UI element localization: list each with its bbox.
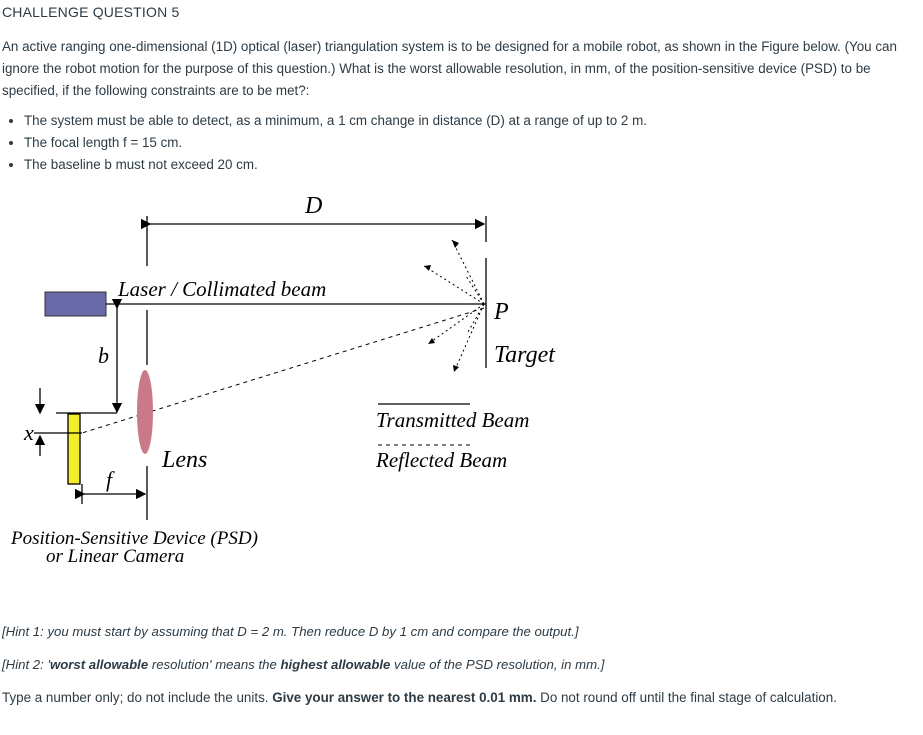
label-p: P bbox=[493, 299, 509, 325]
label-lens: Lens bbox=[161, 447, 207, 473]
constraint-item: The system must be able to detect, as a … bbox=[24, 110, 647, 132]
label-d: D bbox=[304, 193, 322, 219]
hint-2: [Hint 2: 'worst allowable resolution' me… bbox=[2, 657, 604, 672]
label-psd-line1: Position-Sensitive Device (PSD) bbox=[10, 528, 258, 549]
constraint-item: The focal length f = 15 cm. bbox=[24, 132, 647, 154]
scatter-rays bbox=[423, 239, 485, 373]
triangulation-diagram: D Laser / Collimated beam P Target bbox=[10, 193, 556, 567]
lens bbox=[137, 370, 153, 454]
label-f: f bbox=[106, 467, 115, 492]
hint-1: [Hint 1: you must start by assuming that… bbox=[2, 624, 579, 639]
hint-2-pre: [Hint 2: ' bbox=[2, 657, 50, 672]
instruction-bold: Give your answer to the nearest 0.01 mm. bbox=[272, 690, 537, 705]
answer-instruction: Type a number only; do not include the u… bbox=[2, 690, 837, 705]
constraint-item: The baseline b must not exceed 20 cm. bbox=[24, 154, 647, 176]
hint-2-post: value of the PSD resolution, in mm.] bbox=[390, 657, 605, 672]
label-laser: Laser / Collimated beam bbox=[117, 277, 326, 301]
psd-sensor bbox=[67, 413, 81, 485]
instruction-post: Do not round off until the final stage o… bbox=[536, 690, 837, 705]
scatter-arrowheads bbox=[424, 240, 459, 372]
label-target: Target bbox=[494, 342, 556, 368]
label-psd-line2: or Linear Camera bbox=[46, 546, 184, 567]
hint-2-mid: resolution' means the bbox=[148, 657, 281, 672]
constraint-list: The system must be able to detect, as a … bbox=[8, 110, 647, 176]
label-b: b bbox=[98, 343, 109, 368]
hint-2-bold-1: worst allowable bbox=[49, 657, 149, 672]
label-x: x bbox=[23, 420, 34, 445]
question-text: An active ranging one-dimensional (1D) o… bbox=[2, 39, 897, 98]
question-title: CHALLENGE QUESTION 5 bbox=[2, 4, 180, 20]
laser-source bbox=[44, 291, 107, 317]
hint-2-bold-2: highest allowable bbox=[280, 657, 391, 672]
reflected-beam bbox=[81, 307, 485, 434]
legend-transmitted: Transmitted Beam bbox=[376, 408, 529, 432]
legend-reflected: Reflected Beam bbox=[375, 448, 507, 472]
instruction-pre: Type a number only; do not include the u… bbox=[2, 690, 273, 705]
